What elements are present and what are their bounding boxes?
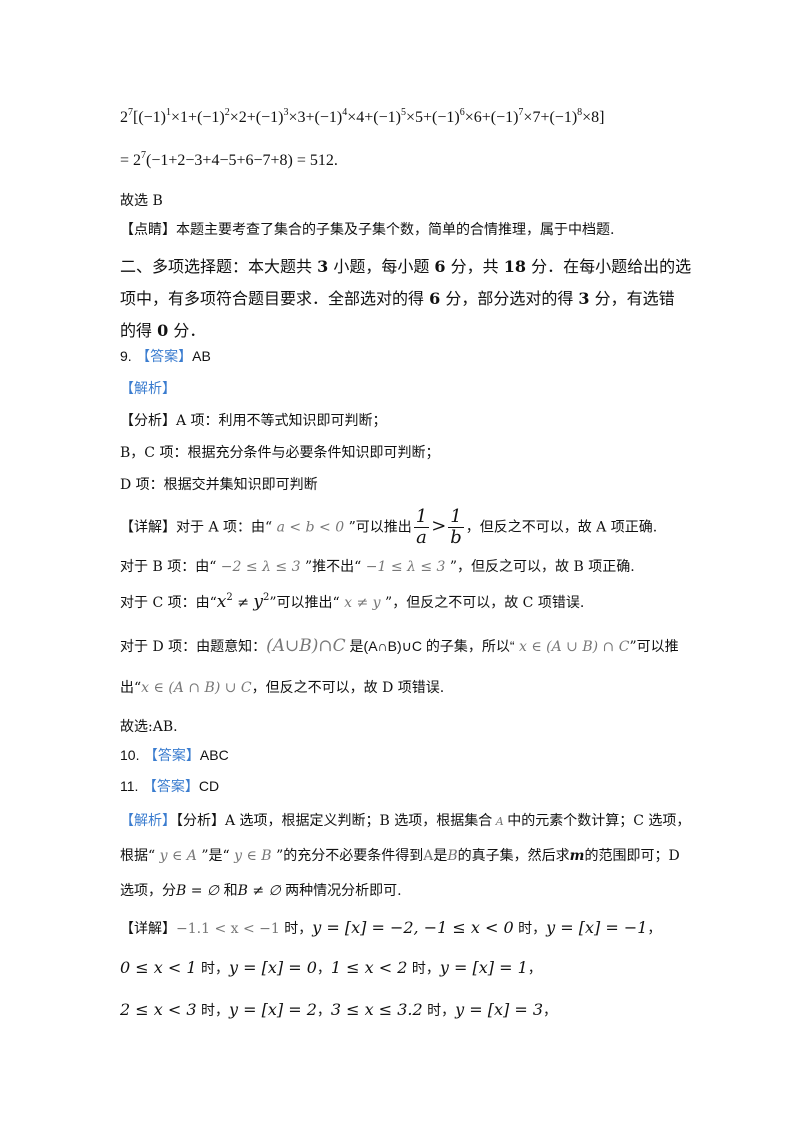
- q9-conclusion: 故选:AB.: [120, 719, 178, 735]
- q9-detail-d-cont: 出“x ∈ (A ∩ B) ∪ C，但反之不可以，故 D 项错误.: [120, 680, 445, 696]
- section2-line2: 项中，有多项符合题目要求．全部选对的得 6 分，部分选对的得 3 分，有选错: [120, 289, 675, 308]
- q10-answer: 10. 【答案】ABC: [120, 747, 229, 764]
- q11-analysis-1: 【解析】【分析】A 选项，根据定义判断；B 选项，根据集合 A 中的元素个数计算…: [120, 813, 691, 829]
- formula-result-line: = 27(−1+2−3+4−5+6−7+8) = 512.: [120, 150, 338, 169]
- q11-detail-3: 2 ≤ x < 3 时，y = [x] = 2，3 ≤ x ≤ 3.2 时，y …: [120, 1000, 558, 1019]
- dianjing-note: 【点睛】本题主要考查了集合的子集及子集个数，简单的合情推理，属于中档题.: [120, 222, 615, 238]
- q9-answer: 9. 【答案】AB: [120, 348, 211, 365]
- q9-jiexi-tag: 【解析】: [120, 381, 176, 397]
- q9-fenxi-2: B，C 项：根据充分条件与必要条件知识即可判断；: [120, 445, 440, 461]
- q9-detail-b: 对于 B 项：由“ −2 ≤ λ ≤ 3 ”推不出“ −1 ≤ λ ≤ 3 ”，…: [120, 559, 635, 575]
- q11-analysis-3: 选项，分B = ∅ 和B ≠ ∅ 两种情况分析即可.: [120, 883, 402, 899]
- q11-answer: 11. 【答案】CD: [120, 778, 220, 795]
- q11-analysis-2: 根据“ y ∈ A ”是“ y ∈ B ”的充分不必要条件得到A是B的真子集，然…: [120, 848, 680, 864]
- section2-line1: 二、多项选择题：本大题共 3 小题，每小题 6 分，共 18 分．在每小题给出的…: [120, 257, 692, 276]
- q9-fenxi-3: D 项：根据交并集知识即可判断: [120, 477, 318, 493]
- q11-detail-1: 【详解】−1.1 < x < −1 时，y = [x] = −2, −1 ≤ x…: [120, 918, 662, 937]
- q9-detail-c: 对于 C 项：由“x2 ≠ y2”可以推出“ x ≠ y ”，但反之不可以，故 …: [120, 592, 585, 612]
- q9-detail-d: 对于 D 项：由题意知：(A∪B)∩C 是(A∩B)∪C 的子集，所以“ x ∈…: [120, 636, 679, 656]
- formula-expansion-line: 27[(−1)1×1+(−1)2×2+(−1)3×3+(−1)4×4+(−1)5…: [120, 107, 605, 126]
- q11-detail-2: 0 ≤ x < 1 时，y = [x] = 0，1 ≤ x < 2 时，y = …: [120, 958, 542, 977]
- q9-fenxi-1: 【分析】A 项：利用不等式知识即可判断；: [120, 413, 387, 429]
- section2-line3: 的得 0 分．: [120, 321, 206, 340]
- answer-choice-line: 故选 B: [120, 193, 163, 209]
